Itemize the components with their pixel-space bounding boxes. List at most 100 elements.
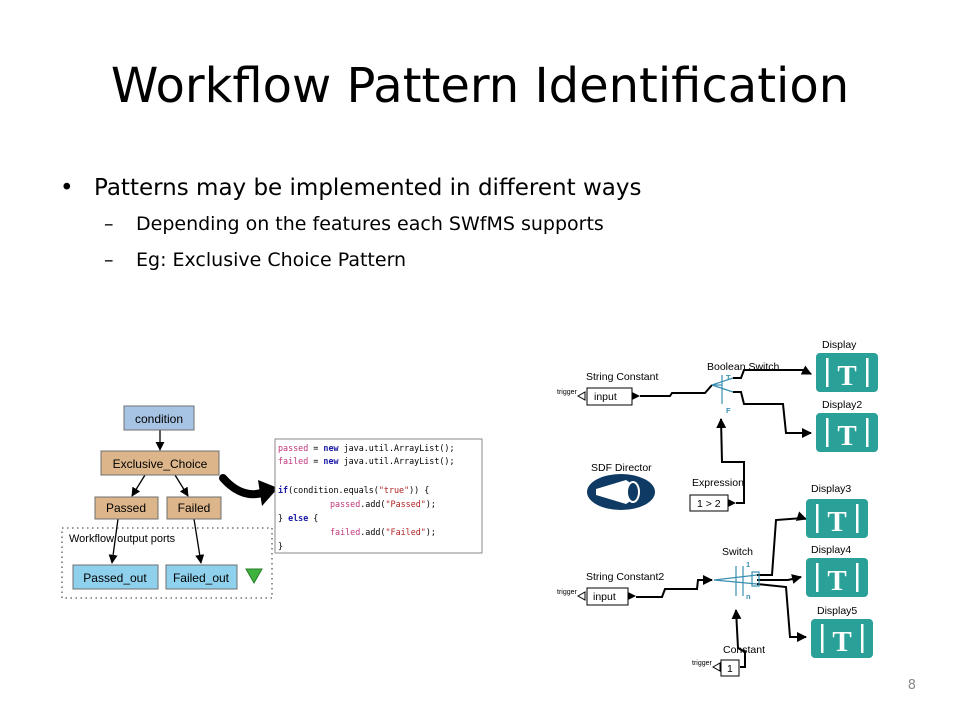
failed-out-port bbox=[165, 564, 238, 590]
passed-label: Passed bbox=[106, 501, 146, 515]
exclusive-choice-label: Exclusive_Choice bbox=[113, 457, 208, 471]
display3-t-icon: T bbox=[827, 506, 846, 538]
sub-bullet-dash: – bbox=[104, 249, 114, 271]
bullet-item: • Patterns may be implemented in differe… bbox=[60, 170, 641, 206]
string-constant2-label: String Constant2 bbox=[586, 571, 664, 583]
display2-actor bbox=[816, 413, 878, 452]
display2-bar-right bbox=[866, 418, 869, 447]
condition-label: condition bbox=[135, 412, 183, 426]
display5-actor bbox=[811, 619, 873, 658]
display3-label: Display3 bbox=[811, 483, 851, 495]
trigger3-label: trigger bbox=[692, 660, 713, 667]
string-constant2-value: input bbox=[593, 591, 616, 603]
edge-choice-failed bbox=[174, 474, 189, 497]
wire-input1-switch bbox=[640, 384, 713, 397]
code-line-7: } bbox=[278, 541, 283, 551]
display2-label: Display2 bbox=[822, 399, 862, 411]
display-actor bbox=[816, 353, 878, 392]
failed-label: Failed bbox=[178, 501, 211, 515]
edge-choice-passed bbox=[131, 474, 146, 497]
sub-bullet-item: – Eg: Exclusive Choice Pattern bbox=[60, 242, 641, 278]
expression-label: Expression bbox=[692, 477, 744, 489]
output-ports-group bbox=[61, 527, 273, 599]
slide-title: Workflow Pattern Identification bbox=[110, 58, 850, 114]
trigger3-port-icon bbox=[711, 662, 721, 672]
sub-bullet-dash: – bbox=[104, 213, 114, 235]
wire-const-control bbox=[731, 609, 746, 668]
condition-node bbox=[123, 405, 195, 431]
true-port-label: T bbox=[726, 373, 731, 382]
string-constant-label: String Constant bbox=[586, 371, 658, 383]
wire-switch-display5 bbox=[756, 583, 807, 642]
kepler-workflow: String Constant trigger input Boolean Sw… bbox=[557, 339, 878, 677]
display4-label: Display4 bbox=[811, 544, 851, 556]
curved-arrow-head bbox=[258, 480, 278, 506]
expression-output-port bbox=[728, 499, 736, 507]
display-bar-left bbox=[826, 358, 829, 387]
switch-port-one-label: 1 bbox=[746, 560, 750, 569]
sub-bullet-text: Eg: Exclusive Choice Pattern bbox=[136, 249, 407, 271]
curved-arrow-icon bbox=[219, 474, 268, 499]
code-box-border bbox=[274, 438, 483, 554]
constant-label: Constant bbox=[723, 644, 765, 656]
wire-input2-switch bbox=[636, 575, 713, 598]
expression-value: 1 > 2 bbox=[697, 498, 721, 510]
display3-bar-right bbox=[856, 504, 859, 533]
code-line-6: failed.add("Failed"); bbox=[330, 527, 436, 537]
display2-t-icon: T bbox=[837, 420, 856, 452]
display3-bar-left bbox=[816, 504, 819, 533]
display4-bar-right bbox=[856, 563, 859, 592]
code-box: passed = new java.util.ArrayList(); fail… bbox=[274, 438, 483, 554]
switch-icon bbox=[713, 566, 760, 596]
sdf-director-label: SDF Director bbox=[591, 462, 652, 474]
code-line-5: } else { bbox=[278, 513, 318, 523]
display4-t-icon: T bbox=[827, 565, 846, 597]
display-label: Display bbox=[822, 339, 857, 351]
failed-node bbox=[166, 496, 222, 520]
display5-bar-left bbox=[821, 624, 824, 653]
failed-out-label: Failed_out bbox=[173, 571, 230, 585]
bullet-dot: • bbox=[60, 175, 74, 201]
boolean-switch-icon bbox=[711, 375, 734, 404]
code-line-1: passed = new java.util.ArrayList(); bbox=[278, 443, 455, 453]
trigger2-port-icon bbox=[576, 591, 586, 601]
exclusive-choice-node bbox=[100, 450, 220, 476]
director-megaphone-icon bbox=[596, 480, 632, 504]
display-bar-right bbox=[866, 358, 869, 387]
constant-box bbox=[720, 659, 740, 677]
boolean-switch-label: Boolean Switch bbox=[707, 361, 780, 373]
green-triangle-icon bbox=[245, 568, 263, 585]
edge-passed-out bbox=[108, 518, 119, 564]
edge-failed-out bbox=[193, 518, 205, 564]
wire-switch-display3 bbox=[757, 511, 807, 576]
switch-port-n-label: n bbox=[746, 592, 751, 601]
passed-out-label: Passed_out bbox=[83, 571, 147, 585]
bullet-list: • Patterns may be implemented in differe… bbox=[60, 170, 641, 278]
sub-bullet-item: – Depending on the features each SWfMS s… bbox=[60, 206, 641, 242]
output-ports-label: Workflow output ports bbox=[69, 533, 176, 545]
taverna-workflow: condition Exclusive_Choice Passed Failed… bbox=[61, 405, 273, 599]
output-port-icon bbox=[632, 392, 640, 400]
trigger2-label: trigger bbox=[557, 589, 578, 596]
display5-t-icon: T bbox=[832, 626, 851, 658]
false-port-label: F bbox=[726, 406, 731, 415]
sub-bullet-text: Depending on the features each SWfMS sup… bbox=[136, 213, 604, 235]
switch-label: Switch bbox=[722, 546, 753, 558]
display2-bar-left bbox=[826, 418, 829, 447]
bullet-text: Patterns may be implemented in different… bbox=[94, 175, 642, 201]
output2-port-icon bbox=[628, 592, 636, 600]
constant-value: 1 bbox=[727, 663, 733, 675]
wire-switch-display4 bbox=[757, 574, 802, 584]
passed-out-port bbox=[72, 564, 159, 590]
code-line-3: if(condition.equals("true")) { bbox=[278, 485, 429, 495]
display5-bar-right bbox=[861, 624, 864, 653]
director-megaphone-bell bbox=[626, 481, 640, 503]
trigger-label: trigger bbox=[557, 389, 578, 396]
passed-node bbox=[94, 496, 159, 520]
display4-bar-left bbox=[816, 563, 819, 592]
wire-expr-control bbox=[716, 418, 745, 504]
trigger-port-icon bbox=[576, 391, 586, 401]
display-t-icon: T bbox=[837, 360, 856, 392]
code-line-2: failed = new java.util.ArrayList(); bbox=[278, 456, 455, 466]
